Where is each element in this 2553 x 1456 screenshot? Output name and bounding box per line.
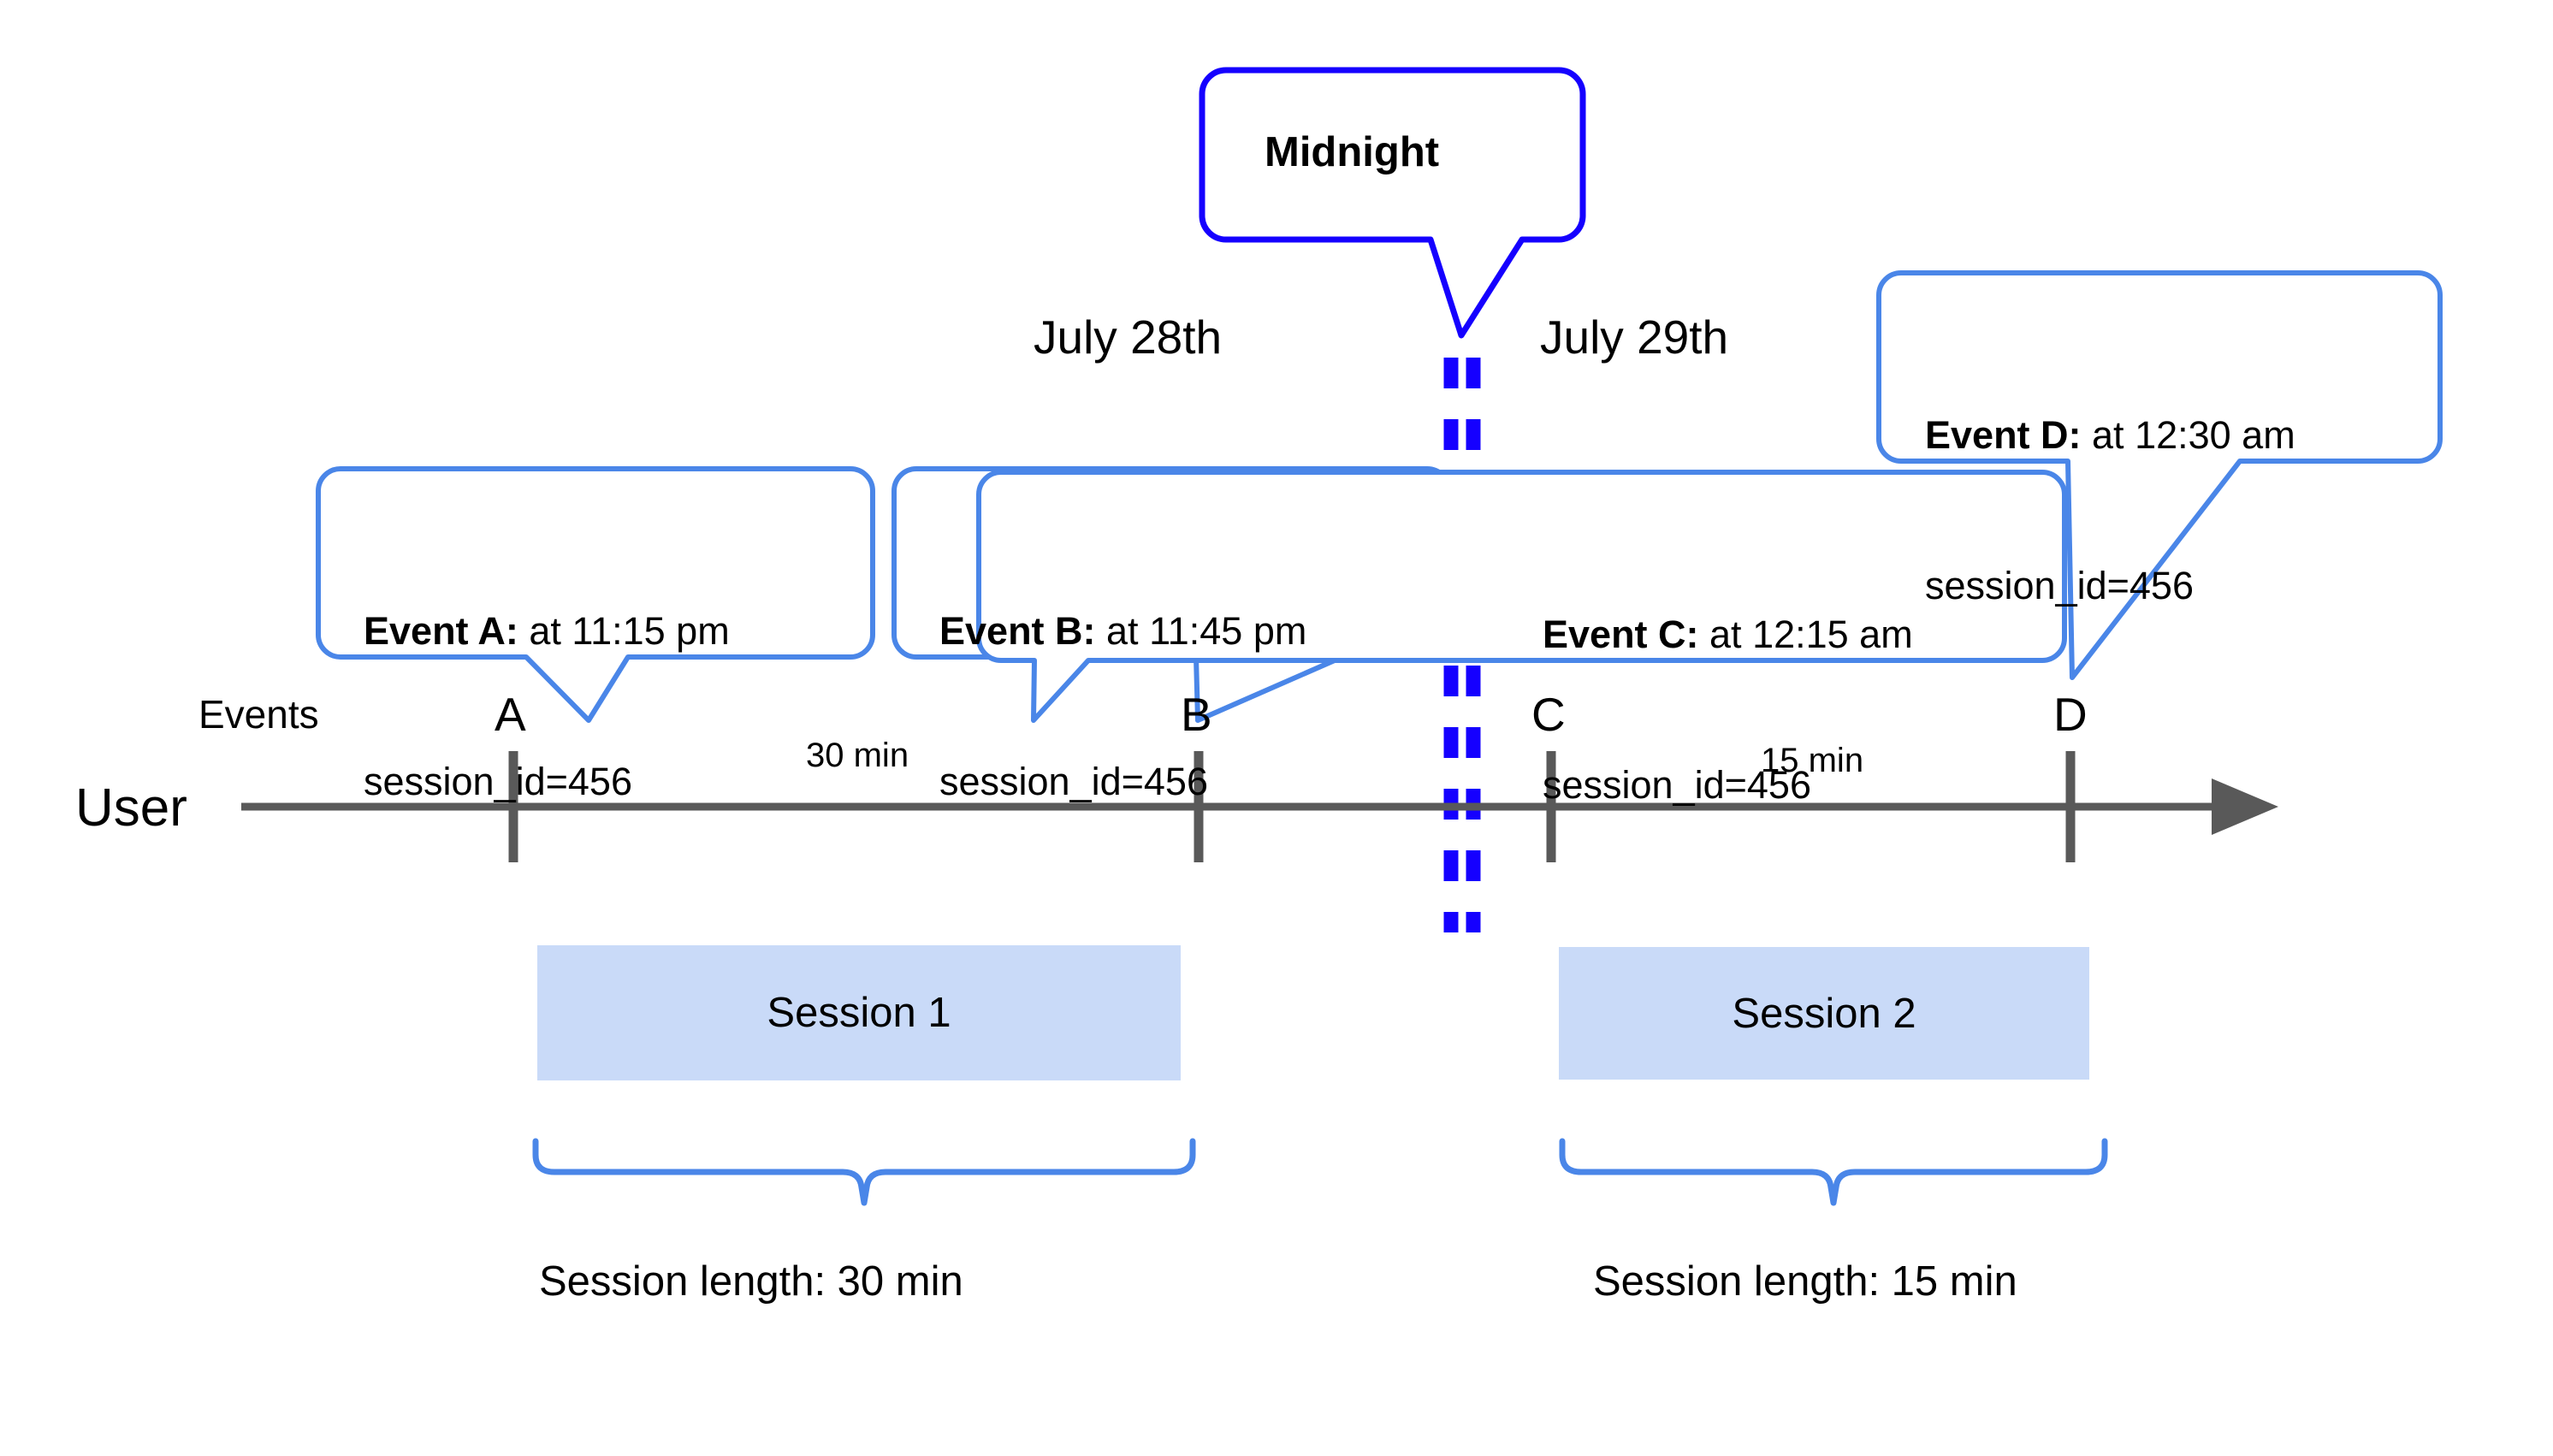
session-box-2[interactable]: Session 2 (1559, 947, 2089, 1080)
duration-label-30min: 30 min (806, 737, 909, 774)
callout-event-a-shape (316, 466, 875, 723)
axis-arrowhead-icon (2212, 778, 2278, 835)
callout-event-a-title: Event A: (364, 609, 518, 653)
midnight-label: Midnight (1265, 129, 1440, 175)
callout-event-c-time: at 12:15 am (1698, 613, 1913, 656)
event-letter-b: B (1181, 688, 1212, 741)
callout-event-c[interactable] (976, 470, 2067, 723)
session-box-2-label: Session 2 (1732, 990, 1916, 1037)
callout-event-b-time: at 11:45 pm (1095, 609, 1307, 653)
duration-label-15min: 15 min (1761, 742, 1864, 779)
callout-event-c-session: session_id=456 (1543, 762, 1811, 807)
events-row-label: Events (198, 692, 319, 737)
session-box-1[interactable]: Session 1 (537, 945, 1181, 1080)
session-length-label-2: Session length: 15 min (1593, 1258, 2017, 1305)
callout-event-a-text: Event A: at 11:15 pm session_id=456 (364, 506, 730, 907)
brace-session-1-shape (532, 1138, 1196, 1206)
date-label-july-29: July 29th (1540, 311, 1729, 364)
callout-event-b-title: Event B: (939, 609, 1096, 653)
event-letter-c: C (1531, 688, 1566, 741)
brace-session-1 (532, 1138, 1196, 1206)
callout-event-a-time: at 11:15 pm (518, 609, 730, 653)
date-label-july-28: July 28th (1034, 311, 1223, 364)
midnight-callout[interactable] (1199, 67, 1586, 339)
callout-event-b-text: Event B: at 11:45 pm session_id=456 (939, 506, 1306, 907)
callout-event-a[interactable] (316, 466, 875, 723)
session-box-1-label: Session 1 (767, 990, 951, 1036)
user-row-label: User (75, 778, 187, 837)
callout-event-c-title: Event C: (1543, 613, 1699, 656)
callout-event-d-title: Event D: (1925, 413, 2082, 457)
session-length-label-1: Session length: 30 min (539, 1258, 963, 1305)
callout-event-c-shape (976, 470, 2067, 723)
callout-event-d-text: Event D: at 12:30 am session_id=456 (1925, 311, 2295, 711)
timeline-axis (241, 751, 2278, 862)
callout-event-d-session: session_id=456 (1925, 563, 2194, 607)
callout-event-b-session: session_id=456 (939, 759, 1208, 803)
midnight-callout-shape (1199, 67, 1586, 339)
callout-event-d-shape (1876, 270, 2443, 680)
callout-event-c-text: Event C: at 12:15 am session_id=456 (1543, 510, 1913, 910)
event-letter-d: D (2053, 688, 2088, 741)
callout-event-a-session: session_id=456 (364, 759, 632, 803)
callout-event-d-time: at 12:30 am (2081, 413, 2295, 457)
event-letter-a: A (495, 688, 526, 741)
brace-session-2 (1559, 1138, 2108, 1206)
brace-session-2-shape (1559, 1138, 2108, 1206)
callout-event-d[interactable] (1876, 270, 2443, 680)
